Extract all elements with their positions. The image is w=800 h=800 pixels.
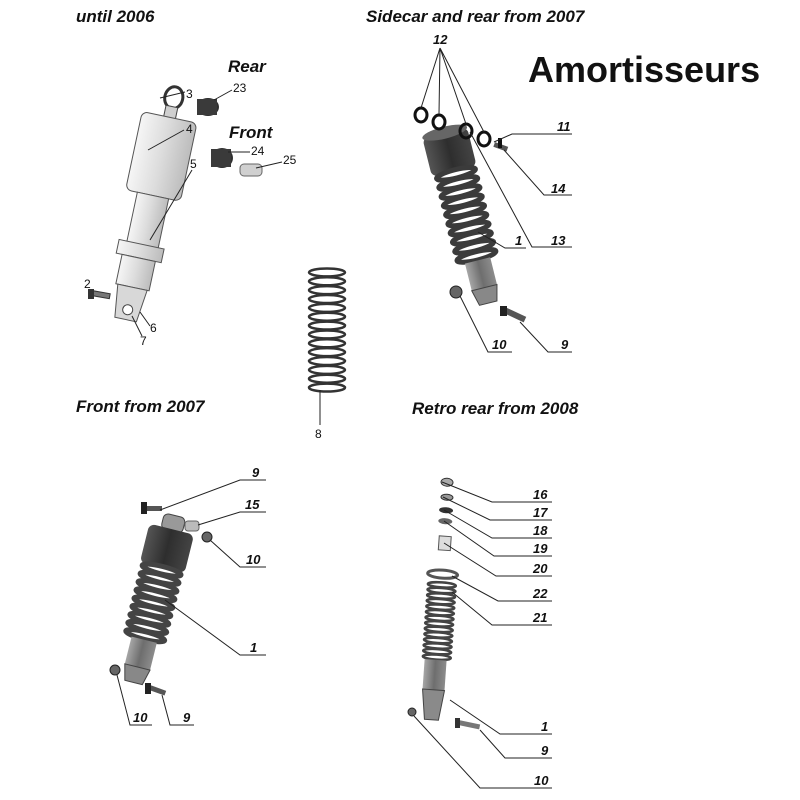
- bolt-icon: [88, 289, 111, 300]
- section-heading-retro-rear-2008: Retro rear from 2008: [412, 399, 579, 418]
- callout-25: 25: [283, 153, 297, 167]
- spring-coil: [307, 364, 347, 376]
- callout-13: 13: [551, 233, 566, 248]
- spring-coil: [307, 284, 347, 296]
- shock-absorber-sidecar-rear-2007: [422, 124, 499, 306]
- spring-coil: [307, 355, 347, 367]
- spring-coil: [123, 627, 168, 645]
- shock-absorber-retro-rear-2008: [421, 477, 460, 721]
- callout-9-front-bottom: 9: [183, 710, 191, 725]
- spring-coil: [307, 293, 347, 305]
- bolt-icon: [500, 306, 527, 323]
- bolt-icon: [493, 138, 509, 152]
- callout-23: 23: [233, 81, 247, 95]
- section-heading-sidecar-rear-2007: Sidecar and rear from 2007: [366, 7, 586, 26]
- bolt-icon: [455, 718, 481, 730]
- nut-icon: [201, 531, 213, 543]
- callout-16: 16: [533, 487, 548, 502]
- spring-coil: [307, 311, 347, 322]
- callout-5: 5: [190, 157, 197, 171]
- spring-coil: [307, 338, 347, 349]
- spring-coil: [454, 247, 499, 265]
- spring-coil: [307, 267, 347, 278]
- callout-9-retro: 9: [541, 743, 549, 758]
- callout-4: 4: [186, 122, 193, 136]
- callout-12: 12: [433, 32, 448, 47]
- callout-7: 7: [140, 334, 147, 348]
- callout-9-front: 9: [252, 465, 260, 480]
- callout-9: 9: [561, 337, 569, 352]
- callout-10: 10: [492, 337, 507, 352]
- label-front: Front: [229, 123, 274, 142]
- callout-10-front-top: 10: [246, 552, 261, 567]
- label-rear: Rear: [228, 57, 267, 76]
- callout-1-front: 1: [250, 640, 257, 655]
- bolt-icon: [145, 683, 167, 696]
- callout-6: 6: [150, 321, 157, 335]
- spring-coil: [421, 653, 453, 662]
- callout-1-retro: 1: [541, 719, 548, 734]
- callout-17: 17: [533, 505, 548, 520]
- spacer-icon: [184, 520, 200, 532]
- callout-10-retro: 10: [534, 773, 549, 788]
- callout-15: 15: [245, 497, 260, 512]
- callout-3: 3: [186, 87, 193, 101]
- bolt-icon: [141, 502, 162, 514]
- callout-18: 18: [533, 523, 548, 538]
- rubber-bush-front-icon: [211, 148, 233, 168]
- section-heading-front-2007: Front from 2007: [76, 397, 206, 416]
- shock-absorber-until-2006: [114, 85, 197, 323]
- callout-1: 1: [515, 233, 522, 248]
- nut-icon: [449, 285, 463, 299]
- callout-19: 19: [533, 541, 548, 556]
- callout-21: 21: [532, 610, 547, 625]
- page-title: Amortisseurs: [528, 49, 760, 90]
- spring-coil: [307, 346, 347, 358]
- nut-icon: [407, 707, 417, 717]
- callout-11: 11: [557, 119, 571, 134]
- callout-10-front-bottom: 10: [133, 710, 148, 725]
- spring-coil: [307, 382, 347, 393]
- spring-coil: [307, 320, 347, 331]
- section-heading-until-2006: until 2006: [76, 7, 155, 26]
- callout-14: 14: [551, 181, 566, 196]
- spring-icon: [307, 267, 347, 393]
- spring-coil: [307, 302, 347, 314]
- callout-8: 8: [315, 427, 322, 441]
- spring-coil: [307, 276, 347, 287]
- callout-22: 22: [532, 586, 548, 601]
- shock-absorber-front-2007: [123, 513, 193, 686]
- sleeve-icon: [239, 163, 263, 177]
- spring-coil: [307, 373, 347, 384]
- callout-2: 2: [84, 277, 91, 291]
- rubber-bush-rear-icon: [197, 98, 219, 116]
- nut-icon: [109, 664, 121, 676]
- spring-coil: [307, 329, 347, 340]
- callout-24: 24: [251, 144, 265, 158]
- callout-20: 20: [532, 561, 548, 576]
